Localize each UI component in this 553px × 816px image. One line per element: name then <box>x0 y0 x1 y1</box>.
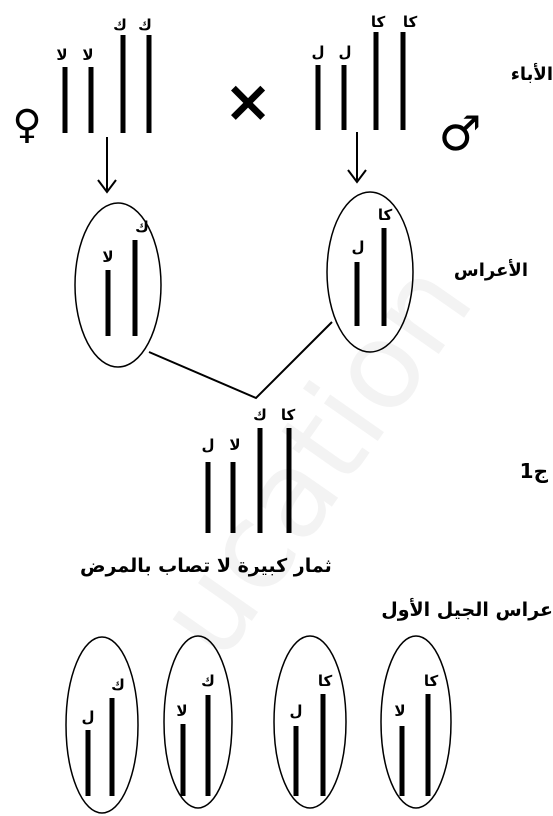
female-symbol-icon: ♀ <box>12 102 41 148</box>
f1-gamete-2-allele-1: ك <box>201 672 215 690</box>
f1-gamete-3: كا ل <box>273 635 347 809</box>
f1-gamete-2: ك لا <box>163 635 233 809</box>
cross-symbol-icon: × <box>224 67 273 135</box>
female-gamete-allele-2: لا <box>102 248 113 266</box>
f1-gamete-4-allele-1: كا <box>424 672 439 690</box>
female-allele-4: لا <box>56 46 67 64</box>
f1-allele-3: لا <box>229 436 240 454</box>
f1-phenotype-text: ثمار كبيرة لا تصاب بالمرض <box>80 555 332 577</box>
female-allele-3: لا <box>82 46 93 64</box>
f1-allele-1: كا <box>281 406 296 424</box>
f1-individual-chromosomes: كا ك لا ل <box>201 406 295 533</box>
f1-gamete-1-allele-2: ل <box>81 708 94 726</box>
female-allele-1: ك <box>138 16 152 34</box>
gametes-label: الأعراس <box>454 259 528 281</box>
f1-gamete-1-allele-1: ك <box>111 676 125 694</box>
arrow-female-to-gamete <box>97 137 117 194</box>
female-parent-chromosomes: ك ك لا لا <box>56 16 152 133</box>
male-parent-chromosomes: كا كا ل ل <box>311 13 417 130</box>
f1-gamete-3-allele-1: كا <box>318 672 333 690</box>
parents-label: الأباء <box>511 63 553 85</box>
male-allele-2: كا <box>371 13 386 31</box>
f1-label: ج1 <box>520 459 549 483</box>
f1-gamete-3-allele-2: ل <box>289 702 302 720</box>
male-gamete: كا ل <box>326 191 414 353</box>
male-allele-1: كا <box>403 13 418 31</box>
f1-gametes-label: عراس الجيل الأول <box>381 598 553 621</box>
male-gamete-allele-1: كا <box>378 206 393 224</box>
female-allele-2: ك <box>113 16 127 34</box>
male-symbol-icon: ♂ <box>438 106 481 162</box>
f1-gamete-4: كا لا <box>380 635 452 809</box>
f1-gamete-1: ك ل <box>65 636 139 814</box>
arrow-male-to-gamete <box>347 132 367 184</box>
f1-allele-4: ل <box>201 436 214 454</box>
f1-gamete-2-allele-2: لا <box>176 702 187 720</box>
male-allele-3: ل <box>338 43 351 61</box>
f1-gamete-4-allele-2: لا <box>394 702 405 720</box>
f1-allele-2: ك <box>253 406 267 424</box>
female-gamete: ك لا <box>74 202 162 368</box>
male-allele-4: ل <box>311 43 324 61</box>
fertilization-lines <box>148 321 333 400</box>
male-gamete-allele-2: ل <box>351 238 364 256</box>
female-gamete-allele-1: ك <box>135 218 149 236</box>
